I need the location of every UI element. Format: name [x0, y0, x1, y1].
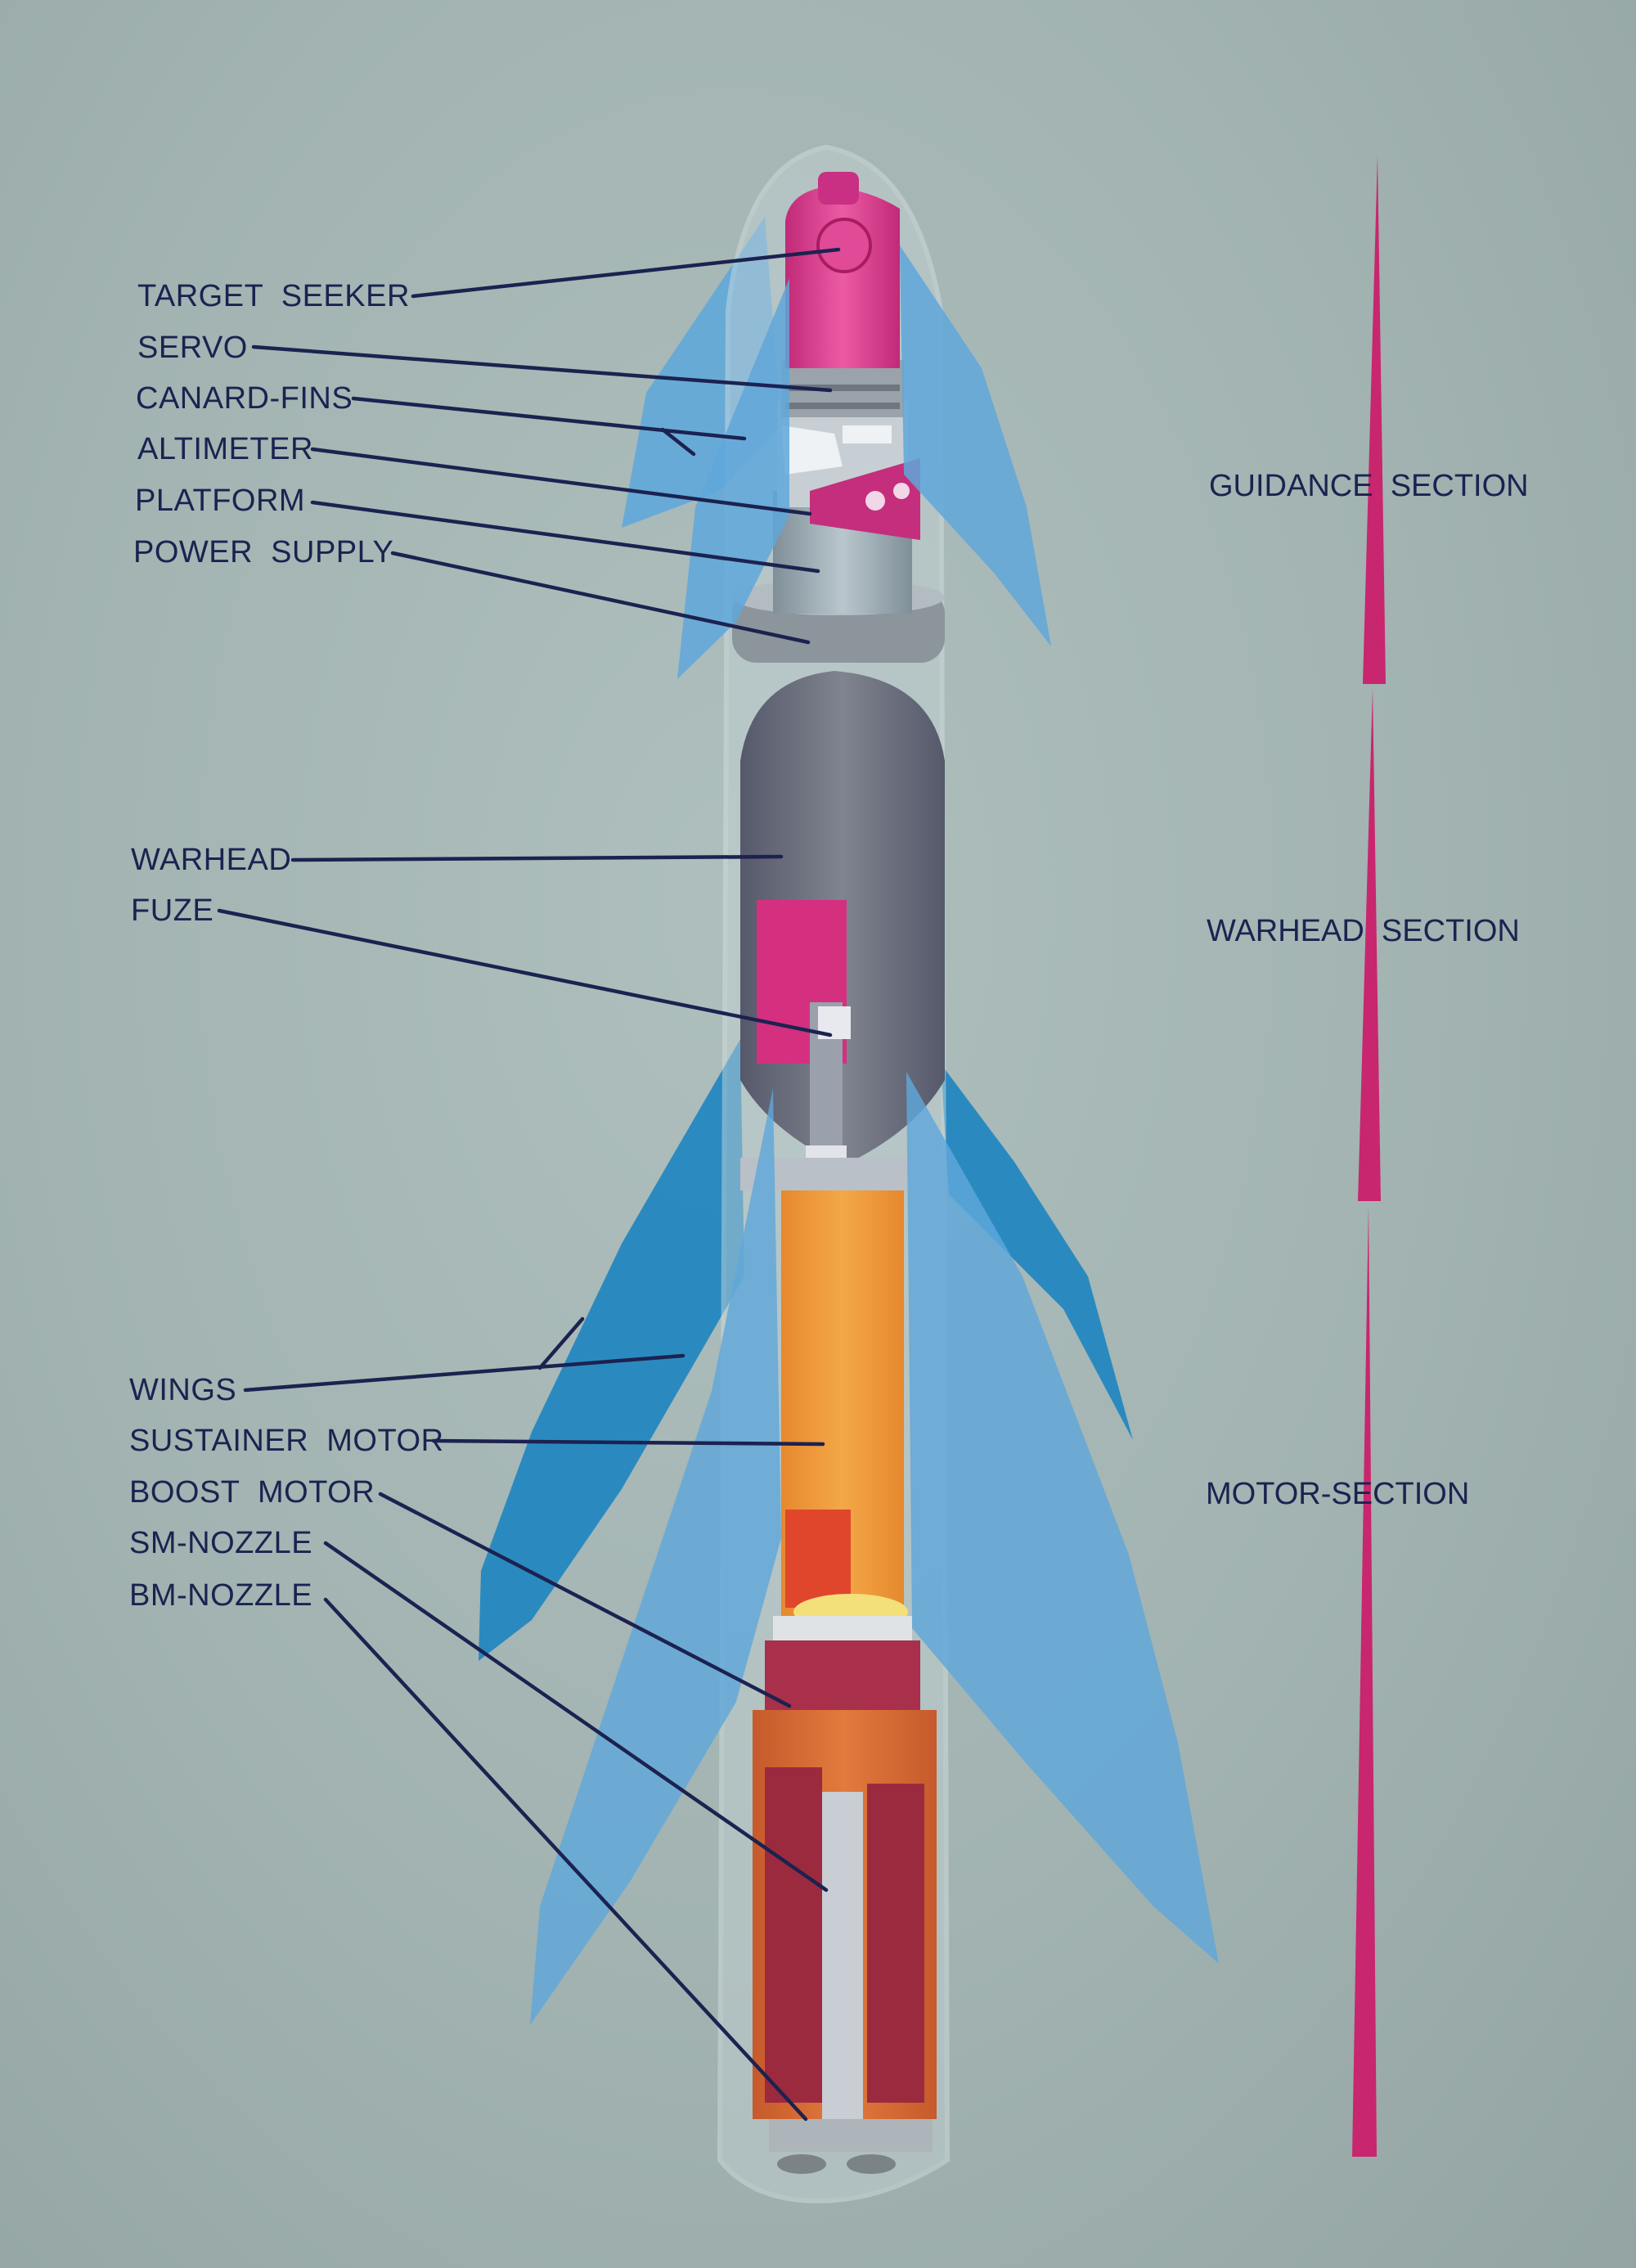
bm-nozzle-right	[847, 2154, 896, 2174]
leader-boost-motor	[378, 1492, 792, 1708]
motor-internals	[753, 1190, 937, 2174]
guidance-internals	[732, 172, 945, 663]
label-power-supply: POWER SUPPLY	[133, 535, 393, 569]
label-sustainer-motor: SUSTAINER MOTOR	[129, 1424, 444, 1458]
wing-left-front	[530, 1088, 781, 2025]
leader-wing-tick	[537, 1316, 585, 1370]
label-platform: PLATFORM	[135, 484, 305, 518]
sm-nozzle-tube	[822, 1792, 863, 2135]
wing-right-front	[906, 1072, 1219, 1964]
label-boost-motor: BOOST MOTOR	[129, 1475, 375, 1510]
label-fuze: FUZE	[131, 893, 213, 928]
bm-nozzle-left	[777, 2154, 826, 2174]
seeker-dome-cap	[818, 172, 859, 205]
motor-section-bar	[1352, 1206, 1377, 2157]
guidance-section-bar	[1363, 155, 1386, 684]
leader-platform	[310, 500, 820, 574]
leader-canard-fins	[351, 396, 747, 441]
rear-wings	[479, 1039, 1133, 1661]
leader-lines	[217, 247, 841, 2122]
boost-motor-ring	[765, 1640, 920, 1714]
label-motor-section: MOTOR-SECTION	[1206, 1477, 1469, 1511]
label-target-seeker: TARGET SEEKER	[137, 279, 410, 313]
leader-wings	[243, 1353, 685, 1393]
wing-right-back	[941, 1064, 1133, 1440]
label-bm-nozzle: BM-NOZZLE	[129, 1578, 312, 1613]
warhead-section-bar	[1358, 689, 1381, 1201]
leader-power-supply	[390, 551, 811, 645]
canard-fins-front	[677, 245, 1051, 679]
label-warhead: WARHEAD	[131, 843, 291, 877]
leader-sm-nozzle	[323, 1541, 829, 1892]
canard-center-front	[677, 278, 789, 679]
label-guidance-section: GUIDANCE SECTION	[1209, 469, 1529, 503]
label-canard-fins: CANARD-FINS	[136, 381, 353, 416]
leader-canard-fin-tick	[660, 427, 696, 457]
label-wings: WINGS	[129, 1373, 236, 1407]
label-sm-nozzle: SM-NOZZLE	[129, 1526, 312, 1560]
leader-warhead	[290, 854, 784, 862]
front-wings	[530, 1072, 1219, 2025]
leader-sustainer-motor	[431, 1438, 825, 1447]
section-labels: GUIDANCE SECTION WARHEAD SECTION MOTOR-S…	[1206, 469, 1529, 1511]
leader-target-seeker	[411, 247, 841, 299]
altimeter-magenta-ring	[810, 458, 920, 540]
label-warhead-section: WARHEAD SECTION	[1207, 914, 1520, 948]
leader-servo	[251, 344, 833, 393]
leader-bm-nozzle	[323, 1597, 808, 2122]
wing-left-back	[479, 1039, 744, 1661]
component-labels: TARGET SEEKER SERVO CANARD-FINS ALTIMETE…	[129, 279, 444, 1613]
section-bars	[1352, 155, 1386, 2157]
canard-right-front	[900, 245, 1051, 646]
leader-fuze	[217, 908, 833, 1037]
label-servo: SERVO	[137, 331, 248, 365]
label-altimeter: ALTIMETER	[137, 432, 313, 466]
leader-altimeter	[310, 447, 812, 516]
target-seeker-body	[785, 187, 900, 368]
